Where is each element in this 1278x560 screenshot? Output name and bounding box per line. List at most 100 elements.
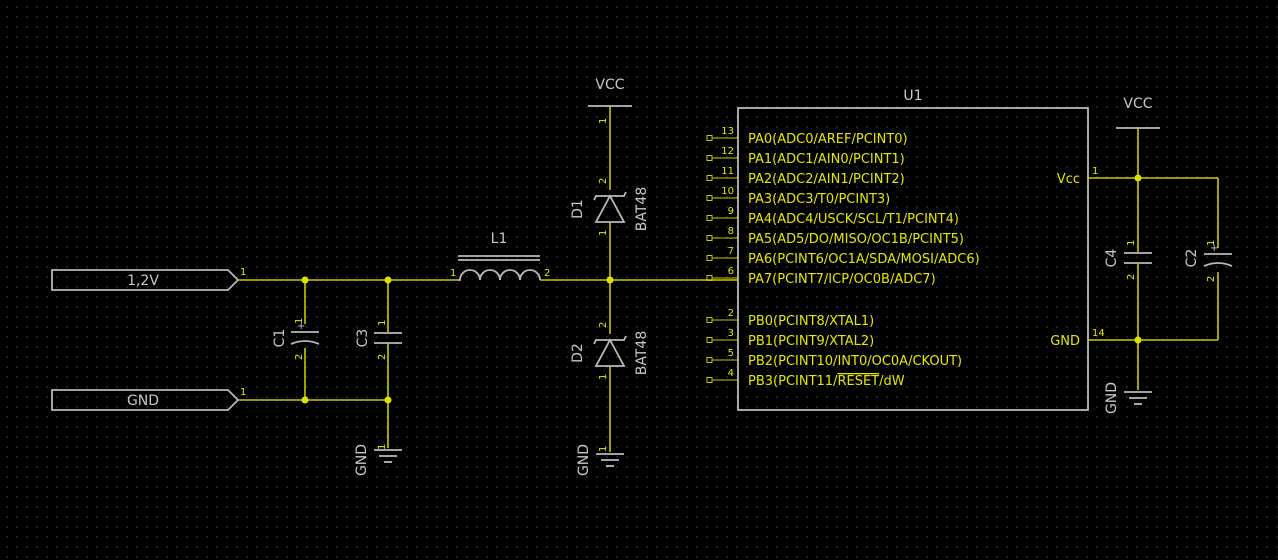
u1-pin-label: PA6(PCINT6/OC1A/SDA/MOSI/ADC6) bbox=[748, 252, 980, 267]
vcc-symbol-right: VCC bbox=[1116, 96, 1160, 129]
u1-pin-gnd[interactable]: GND 14 bbox=[1050, 328, 1105, 349]
c4-pin1: 1 bbox=[1126, 240, 1137, 246]
u1-pin-label: PA4(ADC4/USCK/SCL/T1/PCINT4) bbox=[748, 212, 959, 227]
diode-d2[interactable]: D2 BAT48 2 1 bbox=[570, 322, 650, 380]
gnd-symbol-right: GND bbox=[1104, 382, 1152, 414]
u1-pin-label: PA5(AD5/DO/MISO/OC1B/PCINT5) bbox=[748, 232, 964, 247]
u1-pin-label: PB3(PCINT11/RESET/dW bbox=[748, 374, 905, 389]
junction-dot bbox=[301, 276, 309, 284]
wires bbox=[238, 106, 1219, 452]
c2-pin2: 2 bbox=[1206, 276, 1217, 282]
d2-value: BAT48 bbox=[634, 331, 650, 375]
ic-u1[interactable]: U1 13PA0(ADC0/AREF/PCINT0)12PA1(ADC1/AIN… bbox=[706, 88, 1105, 411]
unconnected-pin-marker bbox=[706, 135, 713, 141]
u1-left-pins: 13PA0(ADC0/AREF/PCINT0)12PA1(ADC1/AIN0/P… bbox=[706, 126, 980, 389]
l1-pin2: 2 bbox=[544, 268, 550, 279]
junction-dot bbox=[1134, 174, 1142, 182]
u1-pin-num: 8 bbox=[728, 226, 734, 237]
unconnected-pin-marker bbox=[706, 215, 713, 221]
u1-pin-label: PA2(ADC2/AIN1/PCINT2) bbox=[748, 172, 905, 187]
c2-pin1: 1 bbox=[1206, 240, 1217, 246]
unconnected-pin-marker bbox=[706, 357, 713, 363]
junction-dot bbox=[384, 396, 392, 404]
junction-dot bbox=[606, 276, 614, 284]
unconnected-pin-marker bbox=[706, 255, 713, 261]
capacitor-c2[interactable]: + C2 1 2 bbox=[1184, 240, 1233, 282]
vcc-d1-pin: 1 bbox=[598, 118, 609, 124]
u1-pin-label: PA1(ADC1/AIN0/PCINT1) bbox=[748, 152, 905, 167]
gnd-symbol-c3: GND 1 bbox=[354, 444, 402, 476]
u1-pin-vcc[interactable]: Vcc 1 bbox=[1057, 166, 1099, 187]
port-gnd[interactable]: GND 1 bbox=[51, 387, 246, 411]
port-input-label: 1,2V bbox=[127, 273, 159, 289]
gnd-label-d2: GND bbox=[576, 444, 592, 476]
junction-dot bbox=[1134, 336, 1142, 344]
port-input-pin: 1 bbox=[240, 267, 246, 278]
gnd-label-c3: GND bbox=[354, 444, 370, 476]
u1-pin-label: PB0(PCINT8/XTAL1) bbox=[748, 314, 874, 329]
c3-pin2: 2 bbox=[377, 354, 388, 360]
junctions bbox=[301, 174, 1142, 404]
c3-ref: C3 bbox=[355, 329, 371, 348]
capacitor-c3[interactable]: C3 1 2 bbox=[355, 320, 402, 360]
unconnected-pin-marker bbox=[706, 195, 713, 201]
d1-value: BAT48 bbox=[634, 187, 650, 231]
junction-dot bbox=[301, 396, 309, 404]
u1-pin-num: 4 bbox=[728, 368, 734, 379]
u1-pin-vcc-label: Vcc bbox=[1057, 172, 1080, 187]
gnd-symbol-d2: GND 1 bbox=[576, 444, 624, 476]
diode-d1[interactable]: D1 BAT48 2 1 bbox=[570, 178, 650, 236]
u1-pin-num: 5 bbox=[728, 348, 734, 359]
junction-dot bbox=[384, 276, 392, 284]
u1-pin-num: 7 bbox=[728, 246, 734, 257]
capacitor-c4[interactable]: C4 1 2 bbox=[1104, 240, 1152, 280]
u1-pin-label: PB2(PCINT10/INT0/OC0A/CKOUT) bbox=[748, 354, 962, 369]
capacitor-c1[interactable]: + C1 1 2 bbox=[272, 318, 320, 360]
inductor-l1[interactable]: L1 1 2 bbox=[450, 231, 550, 281]
gnd-c3-pin: 1 bbox=[377, 444, 388, 450]
u1-pin-label: PA0(ADC0/AREF/PCINT0) bbox=[748, 132, 908, 147]
u1-pin-num: 2 bbox=[728, 308, 734, 319]
u1-pin-num: 6 bbox=[728, 266, 734, 277]
unconnected-pin-marker bbox=[706, 235, 713, 241]
u1-pin-num: 9 bbox=[728, 206, 734, 217]
c1-plus: + bbox=[297, 321, 305, 332]
port-gnd-pin: 1 bbox=[240, 387, 246, 398]
u1-pin-num: 13 bbox=[721, 126, 734, 137]
l1-pin1: 1 bbox=[450, 268, 456, 279]
c4-ref: C4 bbox=[1104, 249, 1120, 268]
unconnected-pin-marker bbox=[706, 175, 713, 181]
unconnected-pin-marker bbox=[706, 317, 713, 323]
u1-ref: U1 bbox=[903, 88, 922, 104]
u1-pin-num: 10 bbox=[721, 186, 734, 197]
port-gnd-label: GND bbox=[127, 393, 159, 409]
u1-pin-label: PA3(ADC3/T0/PCINT3) bbox=[748, 192, 890, 207]
port-input-1v2[interactable]: 1,2V 1 bbox=[51, 267, 246, 291]
u1-pin-vcc-num: 1 bbox=[1092, 166, 1098, 177]
l1-ref: L1 bbox=[491, 231, 508, 247]
u1-pin-num: 11 bbox=[721, 166, 734, 177]
vcc-symbol-d1: VCC 1 bbox=[588, 77, 632, 124]
u1-pin-label: PB1(PCINT9/XTAL2) bbox=[748, 334, 874, 349]
d1-ref: D1 bbox=[570, 199, 586, 219]
u1-pin-label-pre: PB3(PCINT11/ bbox=[748, 374, 838, 389]
unconnected-pin-marker bbox=[706, 377, 713, 383]
c4-pin2: 2 bbox=[1126, 274, 1137, 280]
c3-pin1: 1 bbox=[377, 320, 388, 326]
c2-plus: + bbox=[1210, 243, 1218, 254]
d2-pin1: 1 bbox=[598, 374, 609, 380]
gnd-d2-pin: 1 bbox=[598, 446, 609, 452]
